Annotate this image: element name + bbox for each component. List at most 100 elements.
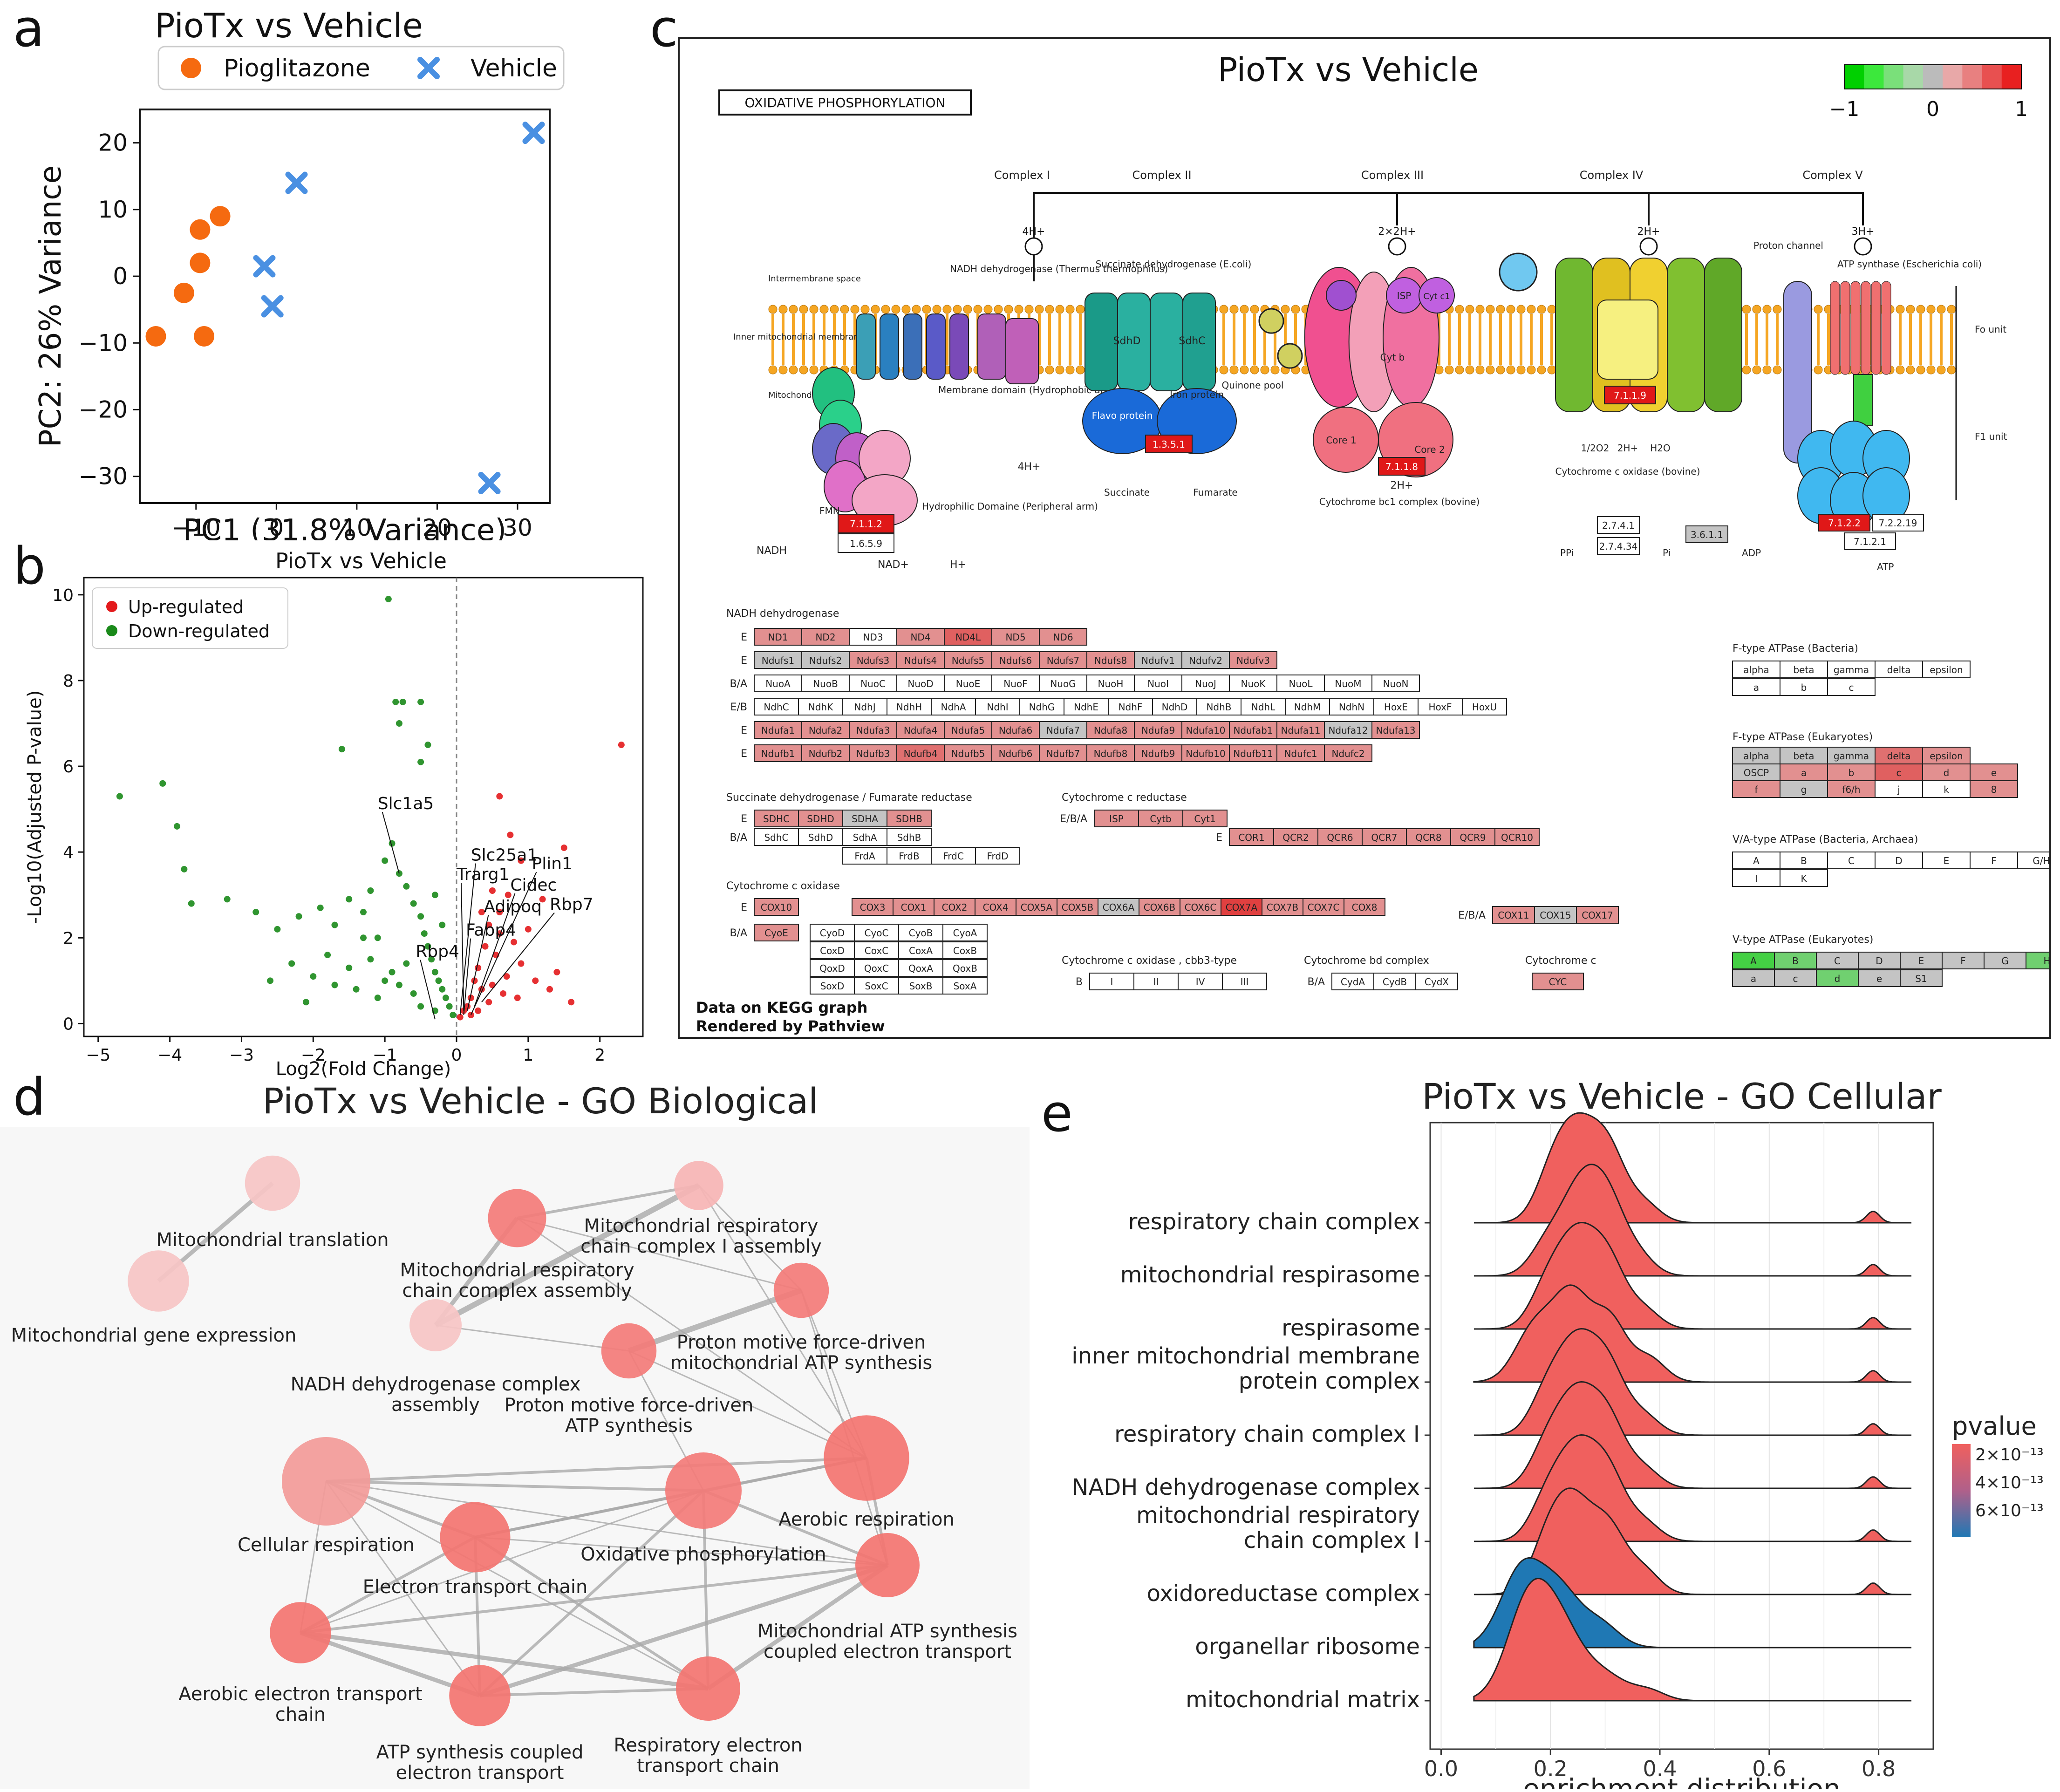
legend-title: pvalue <box>1952 1411 2037 1441</box>
misc-label: Iron protein <box>1170 389 1224 400</box>
ec-label: 1.3.5.1 <box>1153 439 1185 450</box>
gene-cell <box>1732 678 1780 696</box>
gene-cell <box>931 847 976 865</box>
network-edge <box>434 1183 700 1328</box>
lipid-head <box>1527 365 1536 375</box>
x-tick-label: −1 <box>373 1046 397 1065</box>
ec-box <box>1818 514 1870 531</box>
network-node-label: Aerobic electron transport <box>178 1683 422 1705</box>
volcano-point <box>431 968 438 975</box>
lipid-head <box>1045 365 1054 375</box>
enzyme-name: Cytochrome bc1 complex (bovine) <box>1319 496 1480 507</box>
gene-cell-label: CydB <box>1383 976 1407 988</box>
ec-box <box>1597 516 1640 534</box>
gene-cell-label: F <box>1991 855 1997 866</box>
gene-cell-label: QCR9 <box>1460 832 1486 843</box>
network-edge <box>707 1563 889 1690</box>
gene-cell-label: H <box>2043 955 2049 967</box>
network-node-label: coupled electron transport <box>764 1641 1011 1663</box>
lipid-head <box>1947 305 1956 314</box>
misc-label: ISP <box>1397 290 1412 301</box>
gene-cell <box>898 959 943 977</box>
gene-cell-label: NdhA <box>941 702 966 713</box>
misc-label: H+ <box>950 559 966 571</box>
network-node-label: Aerobic respiration <box>778 1509 955 1530</box>
gene-cell <box>934 898 975 916</box>
volcano-point <box>475 964 482 971</box>
volcano-point <box>518 857 525 864</box>
volcano-point <box>374 995 381 1002</box>
gene-section-title: F-type ATPase (Bacteria) <box>1733 643 1858 654</box>
volcano-plot: PioTx vs VehicleUp-regulatedDown-regulat… <box>24 548 644 1080</box>
gene-cell-label: III <box>1241 976 1249 988</box>
gene-cell-label: CyoB <box>909 927 933 939</box>
lipid-head <box>1250 365 1259 375</box>
network-node <box>488 1189 546 1247</box>
gene-cell-label: NuoA <box>765 678 791 689</box>
gene-cell-label: COR1 <box>1238 832 1264 843</box>
complex-iv-core <box>1597 300 1658 380</box>
volcano-point <box>302 999 309 1006</box>
volcano-point <box>560 844 567 851</box>
gene-cell-label: E <box>1918 955 1924 967</box>
gene-cell <box>944 744 992 762</box>
x-tick-label: 0.4 <box>1643 1756 1677 1781</box>
volcano-point <box>500 990 506 997</box>
volcano-point <box>174 823 180 830</box>
lipid-head <box>1486 305 1495 314</box>
complex-i-subunit <box>1005 318 1039 384</box>
ridge-density <box>1473 1557 1912 1649</box>
pathway-name: OXIDATIVE PHOSPHORYLATION <box>745 95 946 110</box>
misc-label: NAD+ <box>878 559 909 571</box>
gene-cell <box>887 828 932 846</box>
gene-cell <box>1576 906 1619 924</box>
volcano-point <box>505 892 512 899</box>
legend-label-vehicle: Vehicle <box>471 55 557 82</box>
ridge-category-label: NADH dehydrogenase complex <box>1072 1474 1420 1500</box>
gene-cell <box>1780 869 1828 887</box>
gene-row-tag: E <box>741 632 747 643</box>
gene-cell-label: COX5B <box>1062 902 1094 913</box>
gene-cell <box>1922 747 1971 764</box>
network-edge <box>628 1288 802 1354</box>
network-node-label: chain complex assembly <box>402 1280 632 1301</box>
gene-cell <box>1362 828 1407 846</box>
gene-cell-label: CoxC <box>865 945 888 956</box>
gene-cell <box>1875 747 1923 764</box>
gene-section-title: Cytochrome c <box>1525 955 1596 967</box>
gene-cell-label: b <box>1801 682 1807 693</box>
volcano-point <box>331 981 338 988</box>
lipid-head <box>809 305 819 314</box>
gene-cell <box>1780 852 1828 869</box>
lipid-head <box>768 305 778 314</box>
gene-cell <box>1276 744 1325 762</box>
gene-cell-label: NuoF <box>1003 678 1027 689</box>
complex-v-c-ring <box>1871 281 1881 375</box>
lipid-head <box>1055 305 1064 314</box>
gene-cell <box>896 628 945 646</box>
lipid-head <box>1475 365 1485 375</box>
complex-iii-cytc1 <box>1419 277 1455 313</box>
gene-cell-label: SdhC <box>764 832 788 843</box>
gene-cell <box>1039 628 1087 646</box>
volcano-point <box>553 968 560 975</box>
network-edge <box>300 1564 888 1634</box>
volcano-point <box>424 943 431 950</box>
network-edge <box>698 1185 867 1458</box>
complex-i-subunit <box>926 313 946 380</box>
gene-cell-label: CoxB <box>953 945 977 956</box>
misc-label: Succinate <box>1104 487 1150 498</box>
enzyme-name: Cytochrome c oxidase (bovine) <box>1555 466 1700 477</box>
volcano-point <box>539 896 546 903</box>
gene-cell-label: Ndufb9 <box>1141 748 1175 759</box>
lipid-head <box>1814 365 1823 375</box>
misc-label: ADP <box>1742 547 1761 559</box>
gene-cell-label: beta <box>1793 750 1814 762</box>
lipid-head <box>1486 365 1495 375</box>
legend-label: Down-regulated <box>128 621 270 641</box>
gene-cell-label: k <box>1944 784 1949 795</box>
lipid-head <box>912 305 921 314</box>
gene-cell-label: Ndufb4 <box>904 748 938 759</box>
network-edge <box>475 1536 888 1566</box>
